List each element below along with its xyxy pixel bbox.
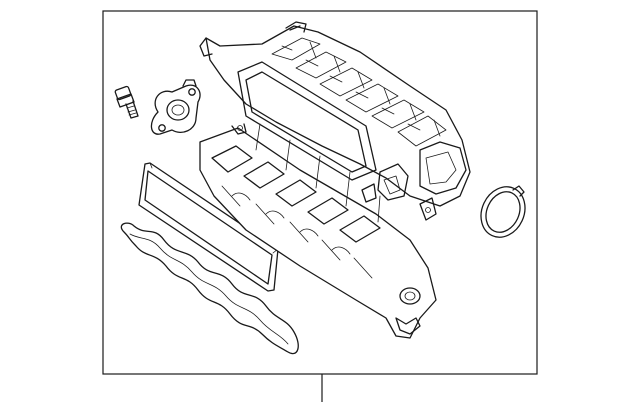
intake-manifold <box>199 21 471 339</box>
sensor <box>150 79 201 135</box>
diagram-frame <box>102 10 538 375</box>
bolt <box>114 85 139 119</box>
wavy-gasket <box>120 222 299 355</box>
rectangular-gasket <box>138 162 279 292</box>
round-seal <box>480 185 526 238</box>
